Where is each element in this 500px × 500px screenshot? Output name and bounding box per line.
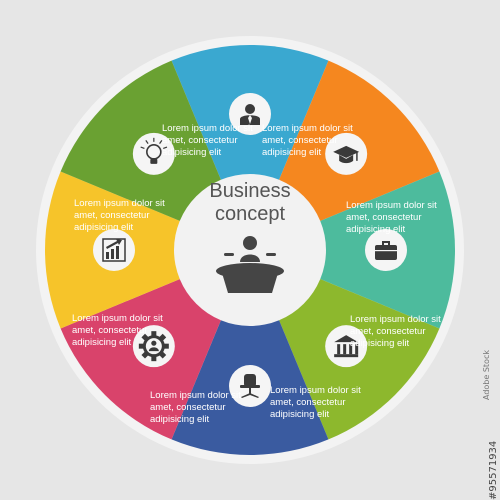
lightbulb-icon	[132, 132, 175, 175]
segment-text-line: adipisicing elit	[162, 147, 222, 158]
segment-text-line: Lorem ipsum dolor sit	[162, 123, 253, 134]
growth-chart-icon	[93, 229, 135, 271]
segment-text-line: adipisicing elit	[74, 222, 134, 233]
businessman-icon	[229, 93, 271, 135]
segment-wedge-5	[171, 250, 329, 455]
segment-text-line: adipisicing elit	[350, 338, 410, 349]
segment-text-line: adipisicing elit	[270, 409, 330, 420]
segment-text-line: Lorem ipsum dolor sit	[72, 313, 163, 324]
speaker-at-podium-icon	[216, 236, 284, 293]
office-chair-icon	[229, 365, 271, 407]
segment-text-line: Lorem ipsum dolor sit	[346, 200, 437, 211]
segment-wedge-3	[250, 171, 455, 329]
segment-text-line: adipisicing elit	[72, 337, 132, 348]
segment-text-line: amet, consectetur	[270, 397, 346, 408]
watermark-text: Adobe Stock	[482, 350, 491, 400]
segment-text-line: adipisicing elit	[262, 147, 322, 158]
segment-text-line: amet, consectetur	[350, 326, 426, 337]
center-title: Business concept	[174, 180, 326, 226]
center-title-line1: Business	[209, 180, 291, 202]
bank-icon	[325, 325, 368, 368]
segment-text-line: adipisicing elit	[150, 414, 210, 425]
segment-text-line: amet, consectetur	[162, 135, 238, 146]
segment-text-line: amet, consectetur	[262, 135, 338, 146]
segment-text-line: Lorem ipsum dolor sit	[150, 390, 241, 401]
segment-wedge-7	[45, 171, 251, 329]
segment-text-line: amet, consectetur	[72, 325, 148, 336]
briefcase-icon	[365, 229, 407, 271]
segment-text-line: amet, consectetur	[150, 402, 226, 413]
segment-text-line: Lorem ipsum dolor sit	[350, 314, 441, 325]
segment-text-line: Lorem ipsum dolor sit	[74, 198, 165, 209]
segment-text-line: amet, consectetur	[74, 210, 150, 221]
stock-id-label: #95571934	[488, 440, 499, 500]
segment-text-line: amet, consectetur	[346, 212, 422, 223]
graduation-cap-icon	[325, 132, 368, 175]
segment-text-line: Lorem ipsum dolor sit	[262, 123, 353, 134]
segment-wedge-1	[171, 45, 329, 251]
segment-text-line: Lorem ipsum dolor sit	[270, 385, 361, 396]
segment-text-line: adipisicing elit	[346, 224, 406, 235]
center-title-line2: concept	[214, 203, 286, 225]
gear-person-icon	[132, 325, 175, 368]
